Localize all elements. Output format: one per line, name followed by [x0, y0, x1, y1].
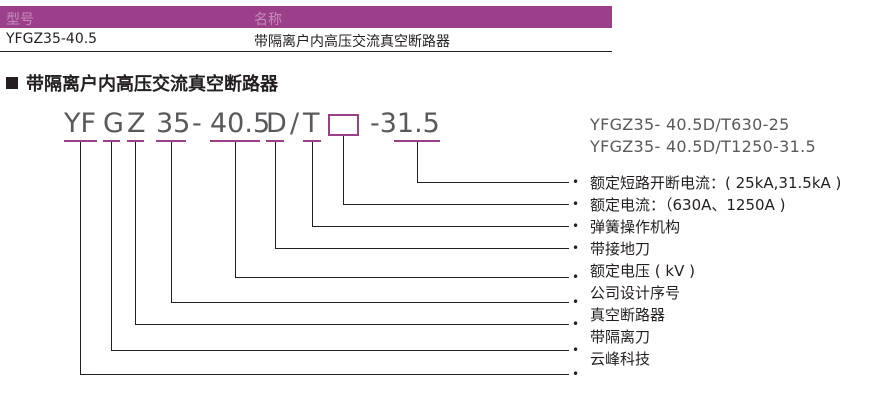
code-part-40-5: 40.5 — [210, 108, 271, 139]
leader-vertical-35 — [171, 142, 172, 302]
legend-design-serial: 公司设计序号 — [590, 284, 681, 302]
leader-horizontal-z — [135, 324, 569, 325]
code-part-35: 35 — [156, 108, 191, 139]
leader-vertical-z — [135, 142, 136, 324]
bullet-9: • — [572, 367, 580, 381]
underline-31-5 — [394, 140, 440, 142]
leader-vertical-40-5 — [235, 142, 236, 277]
bullet-6: • — [572, 295, 580, 309]
table-header-model: 型号 — [6, 12, 34, 28]
code-part-t: T — [303, 108, 320, 139]
legend-isolating-knife: 带隔离刀 — [590, 328, 651, 346]
leader-horizontal-box — [343, 204, 569, 205]
leader-vertical-yf — [80, 142, 81, 374]
code-current-box — [328, 114, 359, 136]
bullet-5: • — [572, 270, 580, 284]
table-header: 型号 名称 — [0, 6, 612, 28]
underline-d — [266, 140, 284, 142]
bullet-7: • — [572, 317, 580, 331]
example-model-1: YFGZ35- 40.5D/T630-25 — [590, 115, 790, 134]
leader-horizontal-35 — [171, 302, 569, 303]
leader-vertical-t — [312, 142, 313, 226]
code-part-slash: / — [290, 108, 300, 139]
legend-vacuum-breaker: 真空断路器 — [590, 306, 666, 324]
underline-40-5 — [210, 140, 260, 142]
leader-horizontal-t — [312, 226, 569, 227]
code-part-31-5: -31.5 — [370, 108, 440, 139]
square-bullet-icon — [6, 77, 18, 89]
table-cell-name: 带隔离户内高压交流真空断路器 — [254, 34, 450, 50]
leader-horizontal-d — [275, 248, 569, 249]
section-title-text: 带隔离户内高压交流真空断路器 — [26, 74, 278, 95]
code-part-d: D — [266, 108, 287, 139]
underline-g — [103, 140, 120, 142]
bullet-4: • — [572, 241, 580, 255]
leader-horizontal-yf — [80, 374, 569, 375]
bullet-2: • — [572, 197, 580, 211]
legend-rated-voltage: 额定电压 ( kV ) — [590, 262, 695, 280]
table-divider — [0, 51, 612, 52]
leader-vertical-box — [343, 136, 344, 204]
underline-yf — [64, 140, 97, 142]
leader-vertical-31-5 — [417, 142, 418, 182]
bullet-8: • — [572, 343, 580, 357]
table-header-name: 名称 — [254, 12, 282, 28]
table-cell-model: YFGZ35-40.5 — [6, 31, 98, 47]
bullet-1: • — [572, 175, 580, 189]
legend-earthing-switch: 带接地刀 — [590, 240, 651, 258]
legend-breaking-current: 额定短路开断电流：( 25kA,31.5kA ) — [590, 174, 842, 192]
leader-vertical-d — [275, 142, 276, 248]
leader-vertical-g — [111, 142, 112, 350]
legend-spring-mechanism: 弹簧操作机构 — [590, 218, 681, 236]
underline-35 — [156, 140, 186, 142]
legend-rated-current: 额定电流：（630A、1250A ) — [590, 196, 786, 214]
underline-z — [127, 140, 144, 142]
legend-company: 云峰科技 — [590, 350, 651, 368]
leader-horizontal-g — [111, 350, 569, 351]
code-part-dash: - — [192, 108, 202, 139]
section-title: 带隔离户内高压交流真空断路器 — [6, 70, 278, 96]
leader-horizontal-40-5 — [235, 277, 569, 278]
code-part-z: Z — [127, 108, 146, 139]
bullet-3: • — [572, 219, 580, 233]
code-part-g: G — [103, 108, 124, 139]
example-model-2: YFGZ35- 40.5D/T1250-31.5 — [590, 137, 816, 156]
leader-horizontal-31-5 — [417, 182, 569, 183]
underline-t — [303, 140, 321, 142]
code-part-yf: YF — [64, 108, 97, 139]
